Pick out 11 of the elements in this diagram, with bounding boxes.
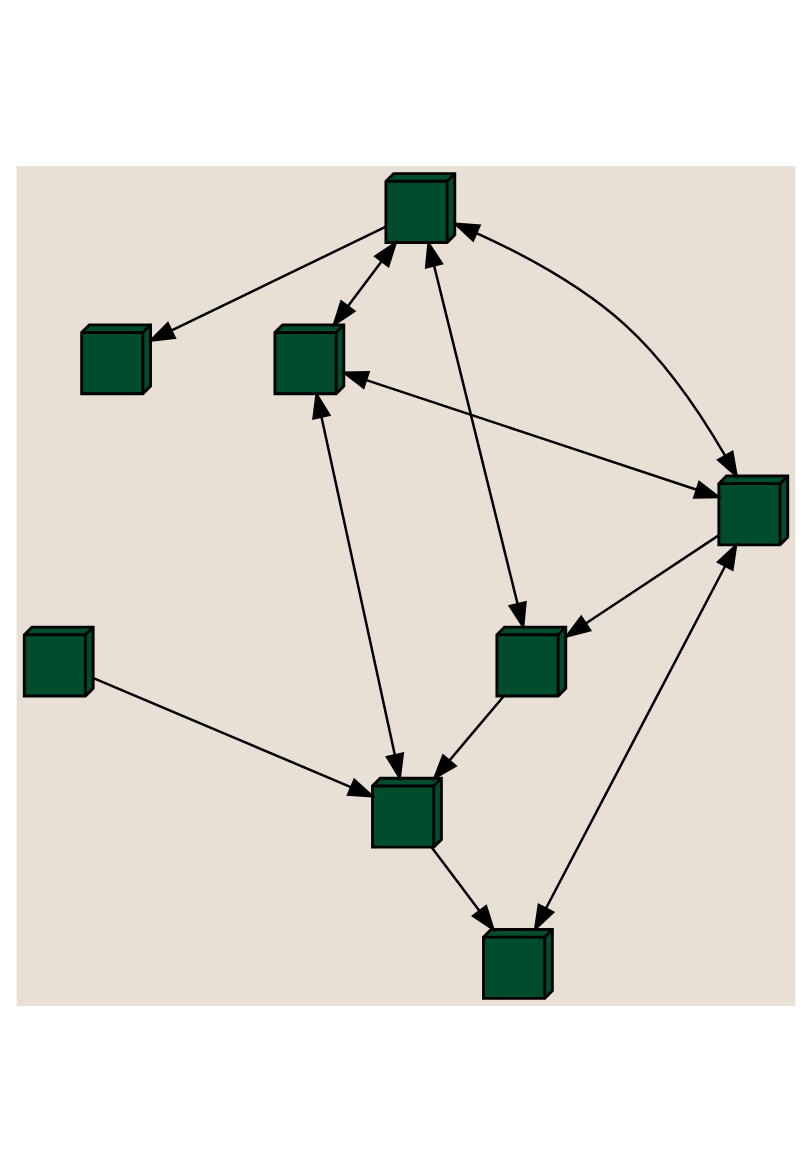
arrow [432, 694, 505, 781]
arrow [563, 533, 720, 638]
arrow [312, 389, 405, 781]
arrow [424, 238, 527, 630]
arrow [331, 238, 398, 327]
arrow [340, 370, 723, 498]
arrow [92, 676, 376, 797]
arrow [451, 221, 739, 479]
arrow [430, 845, 496, 932]
arrow [147, 224, 386, 342]
arrow [533, 541, 738, 932]
